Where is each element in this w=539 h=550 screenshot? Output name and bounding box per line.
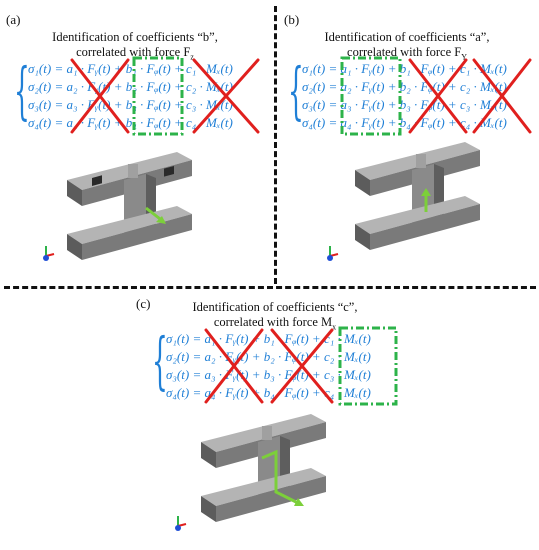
cross-b-term-b [408,58,468,134]
cross-c-term-a [204,328,264,404]
panel-title-c-line1: Identification of coefficients “c”, [192,300,358,314]
part-a-bottom-bar [67,206,192,260]
vertical-divider [274,6,277,284]
panel-a: (a) Identification of coefficients “b”, … [0,0,274,286]
overlay-b [340,56,532,136]
panel-title-a: Identification of coefficients “b”, corr… [0,30,270,65]
axes-icon-a [43,246,55,261]
panel-title-a-line1: Identification of coefficients “b”, [52,30,218,44]
part-image-b [355,142,480,250]
overlay-a [70,56,260,136]
panel-title-c-line2: correlated with force Mx [213,315,337,332]
axes-icon-c [175,516,187,531]
brace-c: { [152,324,168,397]
equation-c-2: σ₂(t) = a₂ · Fᵧ(t) + b₂ · Fᵩ(t) + c₂ · M… [166,349,371,364]
overlay-c [204,326,398,406]
part-image-c [201,414,326,522]
equation-b-2: σ₂(t) = a₂ · Fᵧ(t) + b₂ · Fᵩ(t) + c₂ · M… [302,79,507,94]
highlight-box-a [132,56,184,136]
part-image-a [67,152,192,260]
panel-title-b-line1: Identification of coefficients “a”, [324,30,490,44]
equation-b-3: σ₃(t) = a₃ · Fᵧ(t) + b₃ · Fᵩ(t) + c₃ · M… [302,97,507,112]
panel-title-b: Identification of coefficients “a”, corr… [278,30,536,65]
cross-a-term-c [192,58,260,134]
panel-label-b: (b) [284,12,300,27]
panel-label-a: (a) [6,12,21,27]
equation-c-3: σ₃(t) = a₃ · Fᵧ(t) + b₃ · Fᵩ(t) + c₃ · M… [166,367,371,382]
panel-title-c: Identification of coefficients “c”, corr… [140,300,410,335]
highlight-box-b [340,56,402,136]
brace-b: { [288,54,304,127]
horizontal-divider [4,286,536,289]
panel-title-b-line2: correlated with force FY [347,45,467,62]
cross-b-term-c [472,58,532,134]
cross-c-term-b [270,328,334,404]
panel-b: (b) Identification of coefficients “a”, … [278,0,539,286]
moment-arrow-c [261,449,301,506]
axes-icon-b [327,246,339,261]
panel-label-c: (c) [136,296,151,311]
panel-title-a-line2: correlated with force Fz [76,45,194,62]
cross-a-term-a [70,58,130,134]
highlight-box-c [338,326,398,406]
panel-c: (c) Identification of coefficients “c”, … [0,290,539,550]
brace-a: { [14,54,30,127]
